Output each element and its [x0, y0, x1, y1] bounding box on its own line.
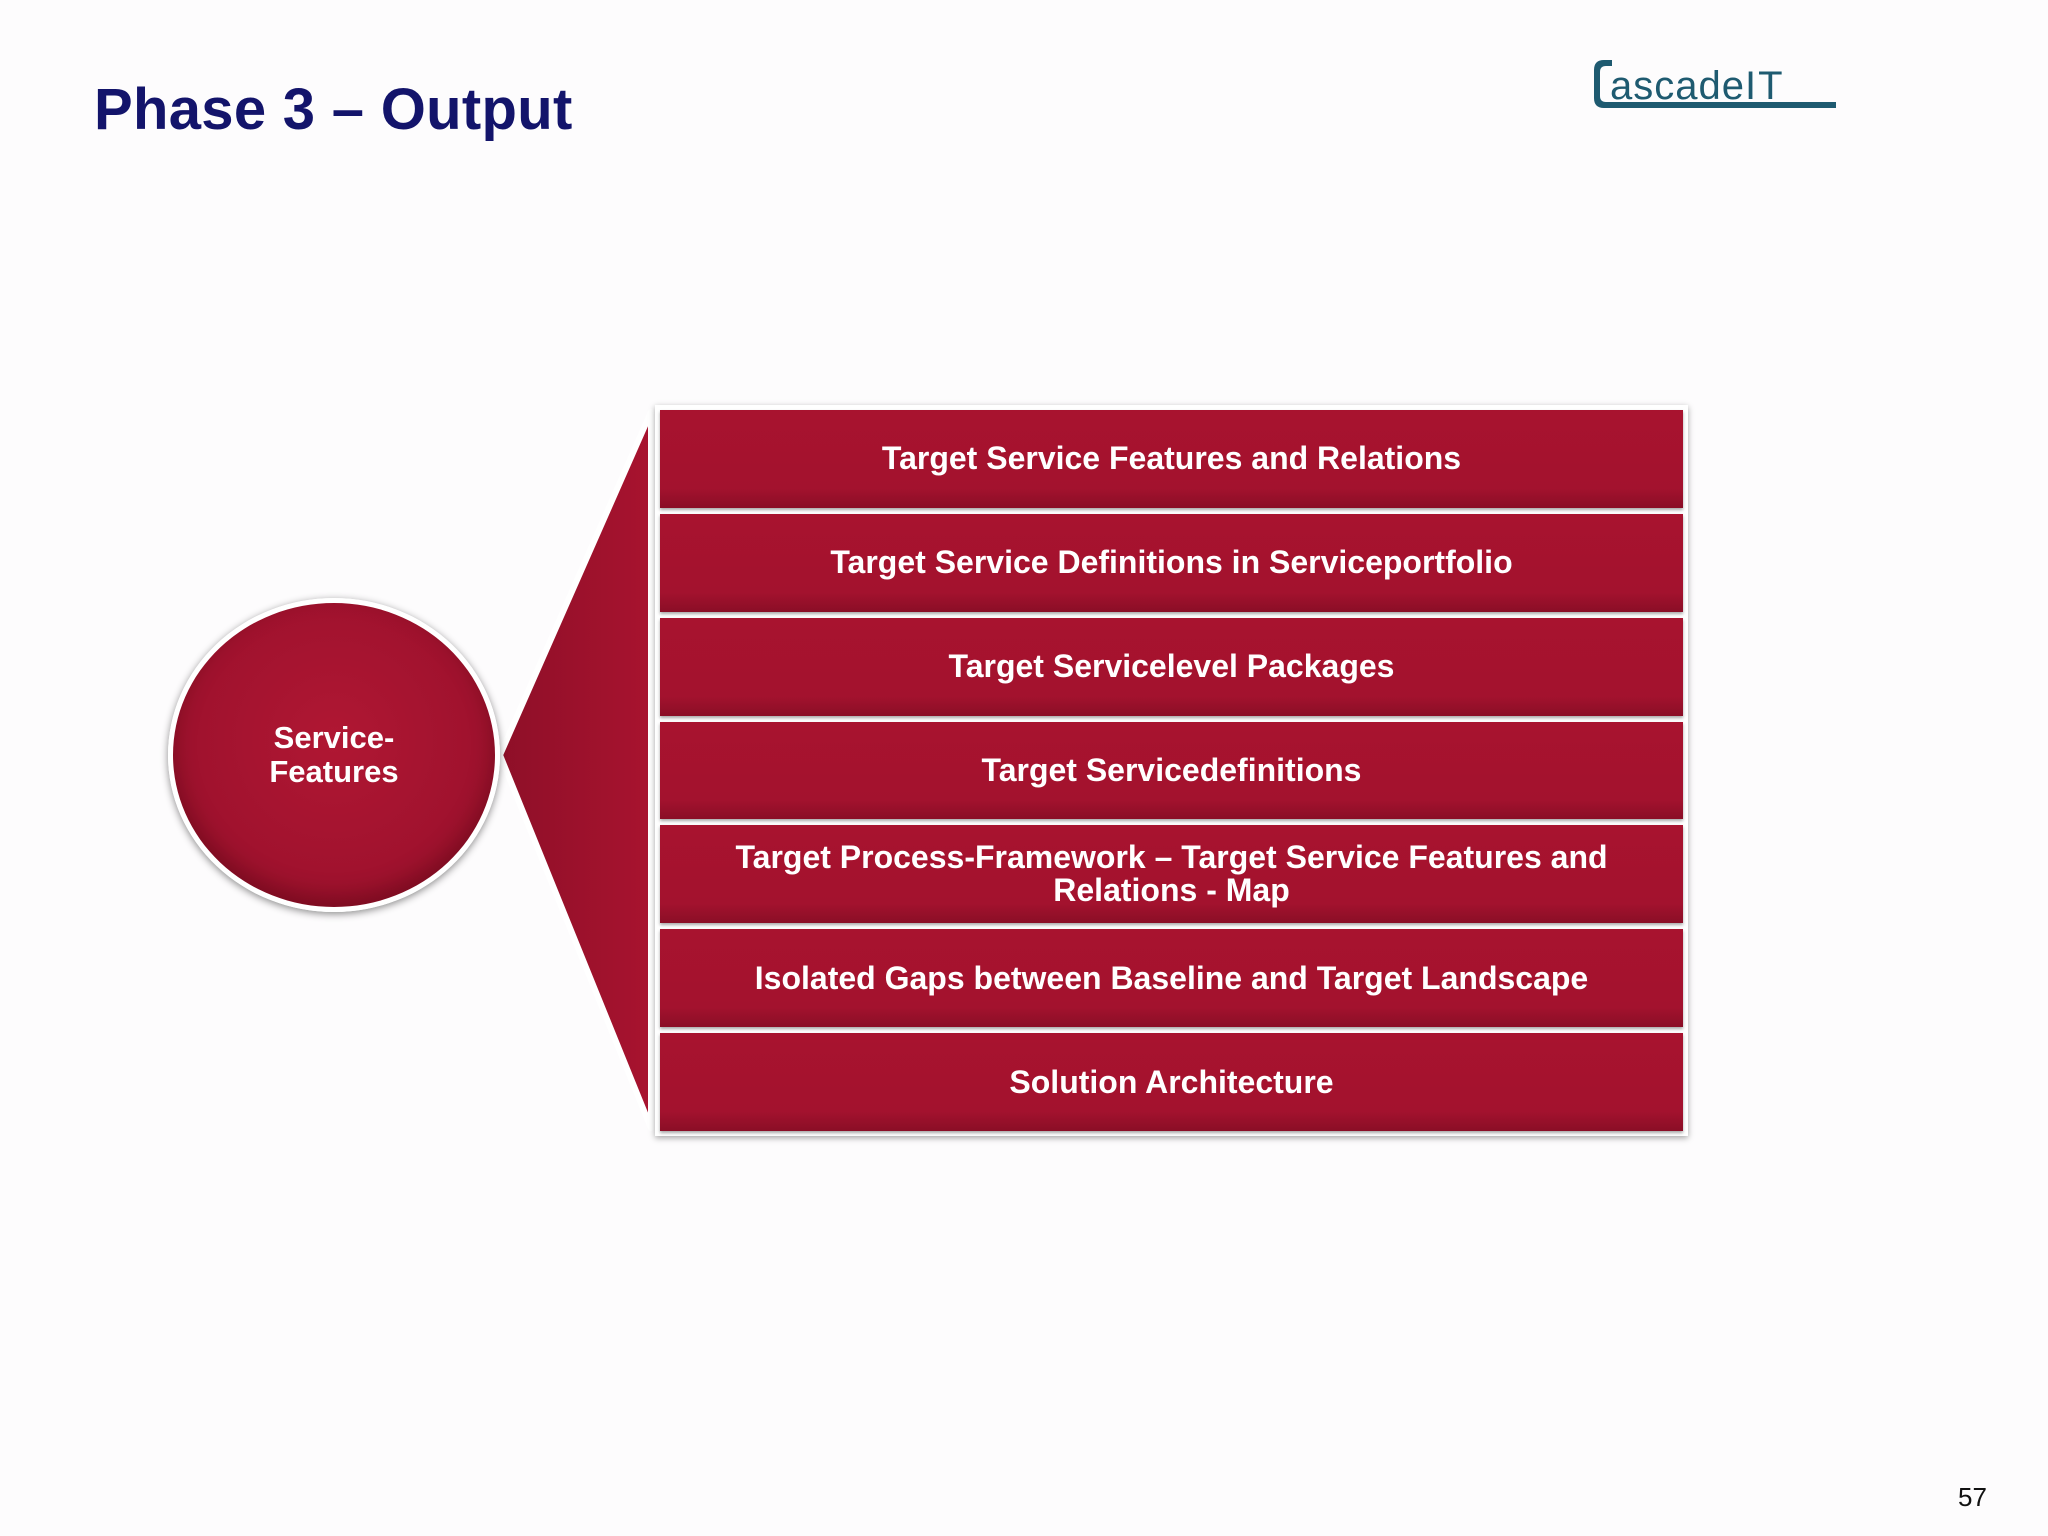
output-item: Solution Architecture [660, 1033, 1683, 1132]
output-label: Target Service Definitions in Servicepor… [830, 544, 1513, 581]
output-label: Target Servicelevel Packages [948, 648, 1395, 685]
output-item: Target Service Features and Relations [660, 410, 1683, 508]
page-title: Phase 3 – Output [94, 77, 573, 142]
output-item: Target Servicedefinitions [660, 721, 1683, 820]
cascade-it-logo: ascadeIT [1590, 52, 1840, 116]
hub-label: Service-Features [269, 720, 399, 789]
output-label: Solution Architecture [1009, 1063, 1334, 1100]
output-label: Target Service Features and Relations [881, 440, 1462, 477]
page-number: 57 [1958, 1482, 1987, 1512]
logo-wordmark: ascadeIT [1610, 66, 1785, 106]
logo-text: ascade [1610, 64, 1745, 108]
logo-suffix: IT [1744, 64, 1785, 108]
output-item: Target Process-Framework – Target Servic… [660, 825, 1683, 924]
output-label: Target Process-Framework – Target Servic… [735, 839, 1608, 909]
output-label: Isolated Gaps between Baseline and Targe… [754, 959, 1589, 996]
output-label: Target Servicedefinitions [981, 752, 1362, 788]
output-item: Isolated Gaps between Baseline and Targe… [660, 929, 1683, 1028]
output-list: Target Service Features and Relations Ta… [655, 405, 1688, 1136]
output-item: Target Servicelevel Packages [660, 617, 1683, 716]
service-features-circle: Service-Features [168, 598, 500, 912]
output-item: Target Service Definitions in Servicepor… [660, 513, 1683, 612]
logo-c-mark [1594, 60, 1836, 108]
